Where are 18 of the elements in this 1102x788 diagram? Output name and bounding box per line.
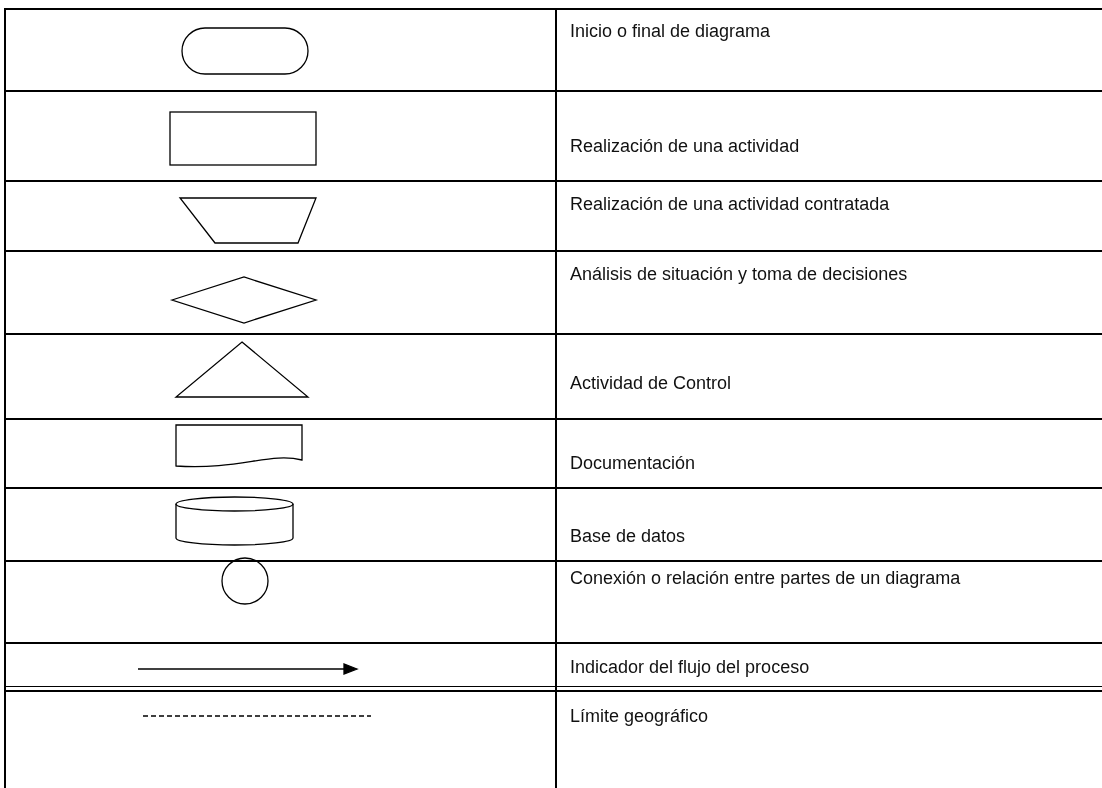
symbol-description: Realización de una actividad contratada (570, 193, 891, 216)
symbol-description: Inicio o final de diagrama (570, 20, 772, 43)
symbol-description: Realización de una actividad (570, 135, 801, 158)
symbol-description: Actividad de Control (570, 372, 733, 395)
symbol-description: Indicador del flujo del proceso (570, 656, 811, 679)
manual-operation-symbol (178, 197, 317, 244)
symbol-description: Conexión o relación entre partes de un diagrama (570, 567, 962, 590)
symbol-description: Límite geográfico (570, 705, 710, 728)
decision-symbol (169, 276, 319, 324)
terminator-symbol (181, 27, 309, 75)
process-symbol (169, 111, 317, 166)
symbol-description: Base de datos (570, 525, 687, 548)
symbol-description: Documentación (570, 452, 697, 475)
control-symbol (174, 341, 310, 398)
connector-symbol (221, 557, 269, 605)
database-symbol (175, 496, 294, 546)
document-symbol (175, 424, 303, 468)
symbol-description: Análisis de situación y toma de decisiones (570, 263, 909, 286)
